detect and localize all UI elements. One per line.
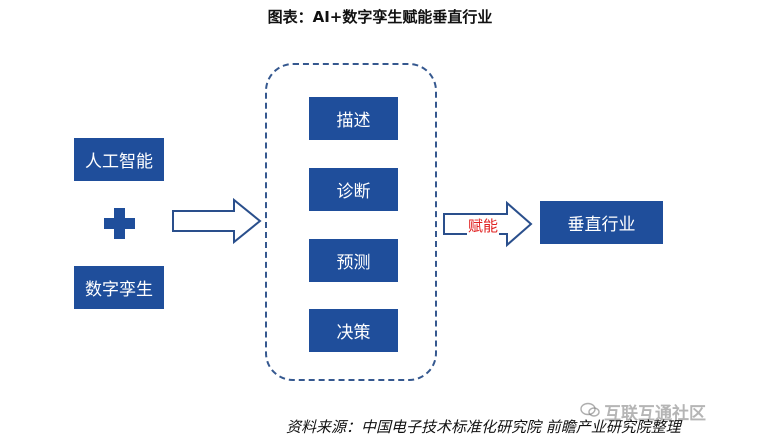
output-box-vertical-industry: 垂直行业 [540,201,663,244]
stage-box-diagnose: 诊断 [309,168,398,211]
watermark: 互联互通社区 [604,404,706,424]
arrow-shape [172,197,262,245]
input-box-digital-twin: 数字孪生 [74,266,164,309]
stage-box-describe: 描述 [309,97,398,140]
plus-sign-horizontal [104,218,135,229]
stage-box-decide: 决策 [309,309,398,352]
stages-dashed-container [265,63,437,381]
input-box-ai: 人工智能 [74,138,164,181]
stage-box-predict: 预测 [309,239,398,282]
arrow-inputs-to-stages [172,197,262,245]
chat-bubble-icon [580,402,600,417]
diagram-title: 图表：AI+数字孪生赋能垂直行业 [267,8,493,26]
source-note: 资料来源：中国电子技术标准化研究院 前瞻产业研究院整理 [286,418,681,436]
enable-label: 赋能 [467,215,500,236]
